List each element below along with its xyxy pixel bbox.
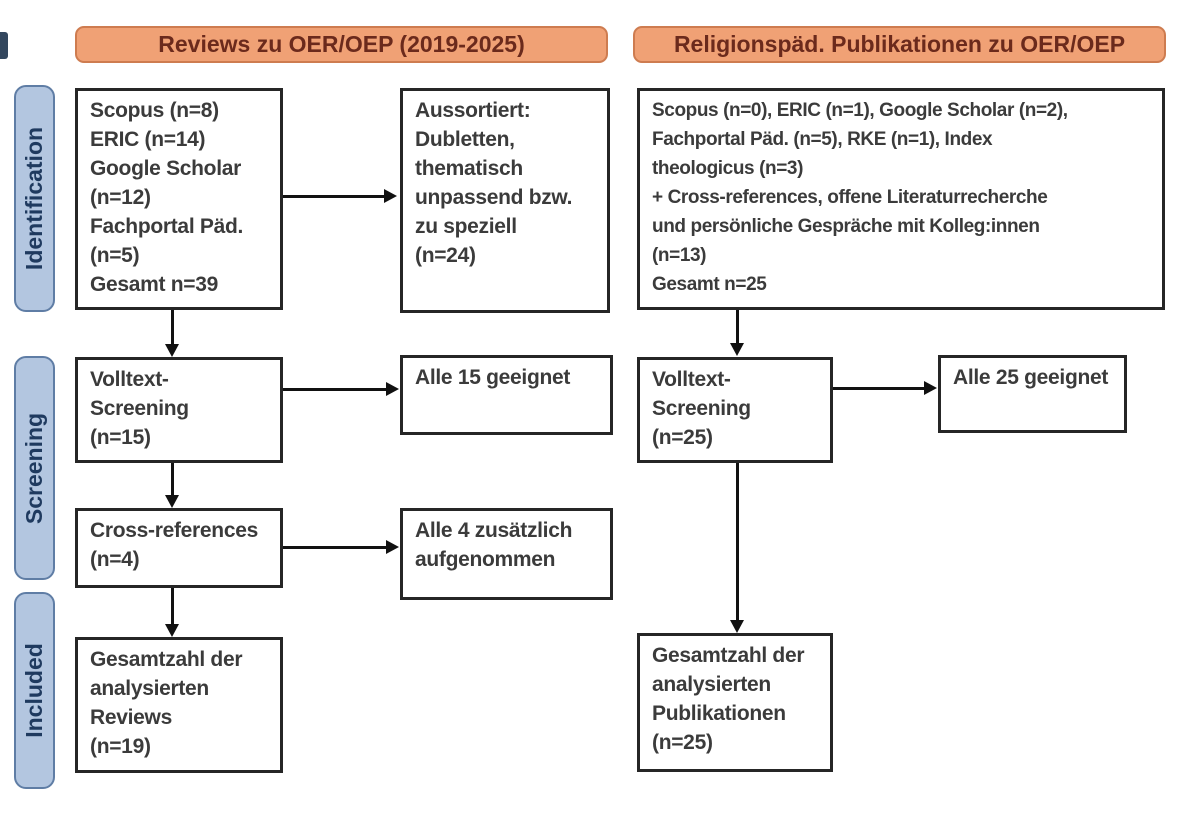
arrow-left-sources-to-fulltext-line [171,310,174,345]
column-header-reviews: Reviews zu OER/OEP (2019-2025) [75,26,608,63]
stage-label-identification-text: Identification [21,126,47,271]
arrow-right-fulltext-to-eligible-head-icon [924,381,937,395]
column-header-religionspaed: Religionspäd. Publikationen zu OER/OEP [633,26,1166,63]
arrow-right-sources-to-fulltext-line [736,310,739,344]
arrow-left-fulltext-to-eligible-head-icon [386,382,399,396]
box-left-excluded: Aussortiert: Dubletten, thematisch unpas… [400,88,610,313]
stage-label-identification: Identification [14,85,55,312]
box-right-fulltext-screening: Volltext- Screening (n=25) [637,357,833,463]
box-left-crossreferences: Cross-references (n=4) [75,508,283,588]
box-left-fulltext-screening: Volltext- Screening (n=15) [75,357,283,463]
arrow-left-sources-to-fulltext-head-icon [165,344,179,357]
stage-label-screening: Screening [14,356,55,580]
box-left-eligible: Alle 15 geeignet [400,355,613,435]
clipped-shape [0,32,8,59]
box-left-added: Alle 4 zusätzlich aufgenommen [400,508,613,600]
arrow-left-crossref-to-total-head-icon [165,624,179,637]
stage-label-included: Included [14,592,55,789]
arrow-right-fulltext-to-total-line [736,463,739,621]
arrow-left-fulltext-to-crossref-line [171,463,174,496]
arrow-left-crossref-to-added-head-icon [386,540,399,554]
box-right-sources: Scopus (n=0), ERIC (n=1), Google Scholar… [637,88,1165,310]
arrow-left-sources-to-excluded-head-icon [384,189,397,203]
box-right-total: Gesamtzahl der analysierten Publikatione… [637,633,833,772]
arrow-left-crossref-to-total-line [171,588,174,625]
arrow-left-fulltext-to-crossref-head-icon [165,495,179,508]
arrow-left-sources-to-excluded-line [283,195,385,198]
box-left-sources: Scopus (n=8) ERIC (n=14) Google Scholar … [75,88,283,310]
arrow-left-fulltext-to-eligible-line [283,388,387,391]
arrow-right-sources-to-fulltext-head-icon [730,343,744,356]
arrow-left-crossref-to-added-line [283,546,387,549]
box-left-total: Gesamtzahl der analysierten Reviews (n=1… [75,637,283,773]
box-right-eligible: Alle 25 geeignet [938,355,1127,433]
stage-label-screening-text: Screening [21,412,47,524]
stage-label-included-text: Included [21,643,47,738]
arrow-right-fulltext-to-total-head-icon [730,620,744,633]
arrow-right-fulltext-to-eligible-line [833,387,925,390]
